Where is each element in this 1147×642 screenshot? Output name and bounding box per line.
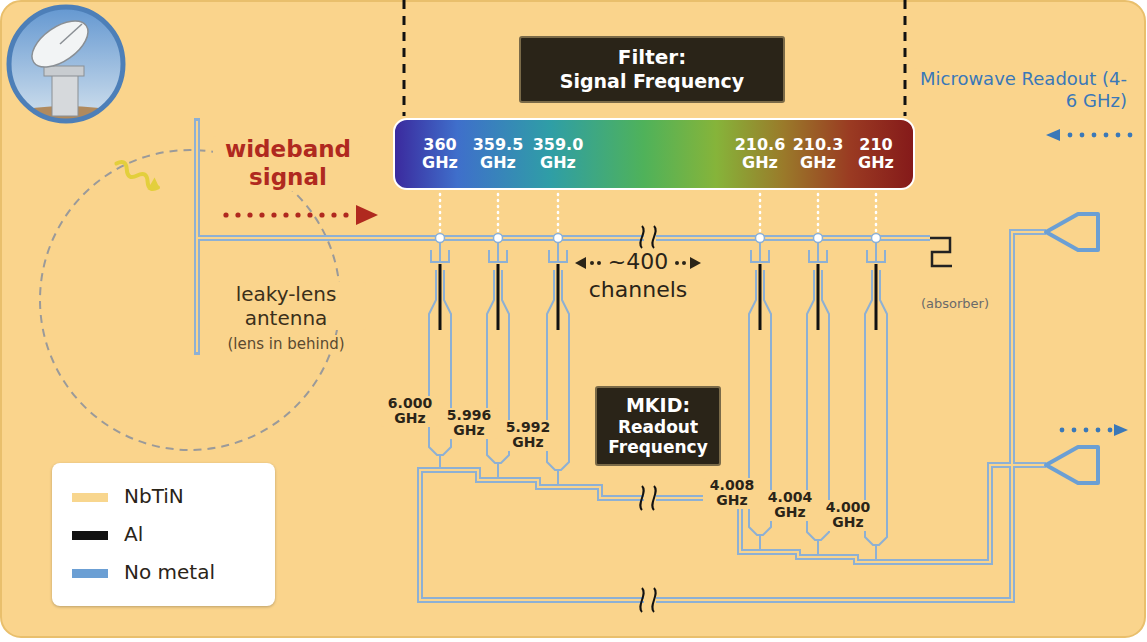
legend-text: NbTiN [124,484,184,508]
frequency-band: 360 GHz359.5 GHz359.0 GHz 210.6 GHz210.3 … [393,118,915,190]
readout-frequency: 5.996 GHz [440,408,498,439]
label-holder: 5.996 GHz [440,408,498,439]
label-holder: wideband signal [213,136,363,191]
legend-swatch [72,493,108,502]
absorber-meander [930,238,952,266]
band-slot: 359.5 GHz [469,120,527,188]
band-slot: 210 GHz [847,120,905,188]
legend-swatch [72,531,108,540]
guide-line [904,0,907,116]
readout-arrow [1046,129,1132,436]
channel-label: channels [586,277,691,302]
label-holder: 4.004 GHz [761,490,819,521]
legend-text-holder: No metal [124,560,215,584]
frequency-value: 210.3 GHz [789,136,847,171]
frequency-value: 359.0 GHz [529,136,587,171]
readout-frequency: 4.000 GHz [819,500,877,531]
readout-frequency: 4.004 GHz [761,490,819,521]
label-holder: ~400 [588,249,688,274]
legend-box: NbTiN Al No metal [52,463,275,606]
slot-lines-outer [197,118,1046,600]
legend-text: No metal [124,560,215,584]
label-holder: 6.000 GHz [381,396,439,427]
signal-label: wideband signal [213,136,363,191]
readout-label: Microwave Readout (4-6 GHz) [914,68,1130,111]
box-heading: Filter: [543,45,761,70]
channel-count: ~400 [605,249,671,274]
mkid-box: MKID:Readout Frequency [595,386,721,466]
label-holder: Microwave Readout (4-6 GHz) [914,68,1130,111]
label-holder: leaky-lens antenna [206,282,366,330]
band-slot: 360 GHz [411,120,469,188]
readout-frequency: 5.992 GHz [499,420,557,451]
legend-row: Al [52,521,275,551]
legend-text-holder: NbTiN [124,484,184,508]
filter-box: Filter:Signal Frequency [519,36,785,103]
guide-line [403,0,406,116]
telescope-icon [0,0,146,150]
incoming-wave [113,157,163,194]
box-heading: MKID: [605,394,711,417]
label-holder: (lens in behind) [201,334,371,353]
antenna-label: leaky-lens antenna [206,282,366,330]
readout-frequency: 6.000 GHz [381,396,439,427]
frequency-value: 360 GHz [411,136,469,171]
legend-row: No metal [52,559,275,589]
frequency-value: 210 GHz [847,136,905,171]
legend-swatch [72,569,108,578]
slot-lines-inner [197,121,1046,600]
frequency-value: 210.6 GHz [731,136,789,171]
absorber-label: (absorber) [918,296,992,311]
legend-text-holder: Al [124,522,143,546]
readout-port [1046,214,1098,483]
readout-frequency: 4.008 GHz [703,478,761,509]
label-holder: 5.992 GHz [499,420,557,451]
legend-text: Al [124,522,143,546]
signal-arrow [223,205,378,225]
legend-row: NbTiN [52,483,275,513]
label-holder: (absorber) [905,293,1005,312]
lens-note: (lens in behind) [224,335,347,353]
label-holder: channels [578,277,698,302]
box-body: Signal Frequency [543,70,761,94]
band-slot: 210.6 GHz [731,120,789,188]
frequency-value: 359.5 GHz [469,136,527,171]
band-slot: 210.3 GHz [789,120,847,188]
label-holder: 4.000 GHz [819,500,877,531]
telescope-frame [9,7,123,121]
box-body: Readout Frequency [605,417,711,458]
label-holder: 4.008 GHz [703,478,761,509]
band-slot: 359.0 GHz [529,120,587,188]
